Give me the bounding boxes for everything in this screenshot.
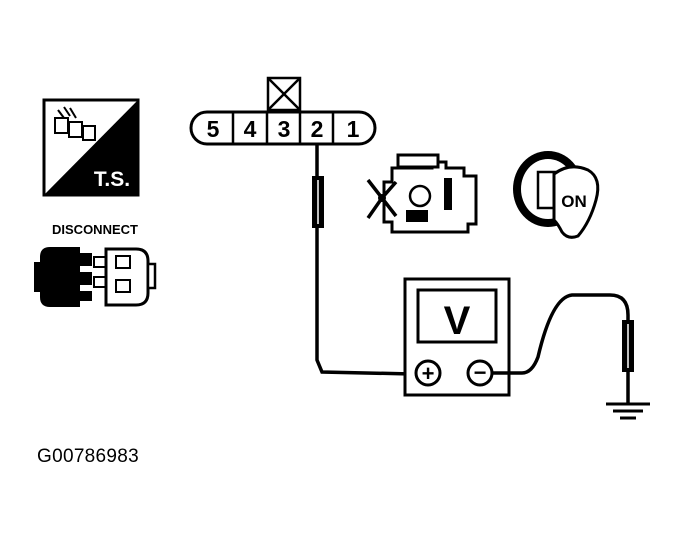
ignition-on-label: ON <box>561 192 587 211</box>
positive-test-lead <box>312 144 413 376</box>
figure-id: G00786983 <box>37 446 140 467</box>
disconnect-label: DISCONNECT <box>52 222 138 237</box>
pin-label-2: 2 <box>311 116 324 142</box>
voltmeter-display-label: V <box>444 299 471 343</box>
ground-symbol-icon <box>606 372 650 420</box>
pin-label-1: 1 <box>347 116 360 142</box>
voltmeter-display <box>416 288 498 344</box>
positive-terminal <box>414 359 442 387</box>
positive-terminal-label: + <box>422 361 435 386</box>
connector-terminal-block: 5 4 3 2 1 <box>189 76 377 146</box>
negative-test-lead <box>492 293 634 405</box>
disconnect-icon: DISCONNECT <box>34 222 157 307</box>
connector-plug-icon <box>54 106 96 141</box>
pin-label-3: 3 <box>278 116 291 142</box>
engine-icon <box>366 153 478 234</box>
ts-label: T.S. <box>94 168 130 191</box>
pin-label-5: 5 <box>207 116 220 142</box>
pin-label-4: 4 <box>244 116 257 142</box>
ts-icon: T.S. <box>42 98 140 197</box>
voltmeter: V + − <box>403 277 511 397</box>
negative-terminal-label: − <box>474 360 487 385</box>
ignition-key-icon: ON <box>513 151 600 239</box>
